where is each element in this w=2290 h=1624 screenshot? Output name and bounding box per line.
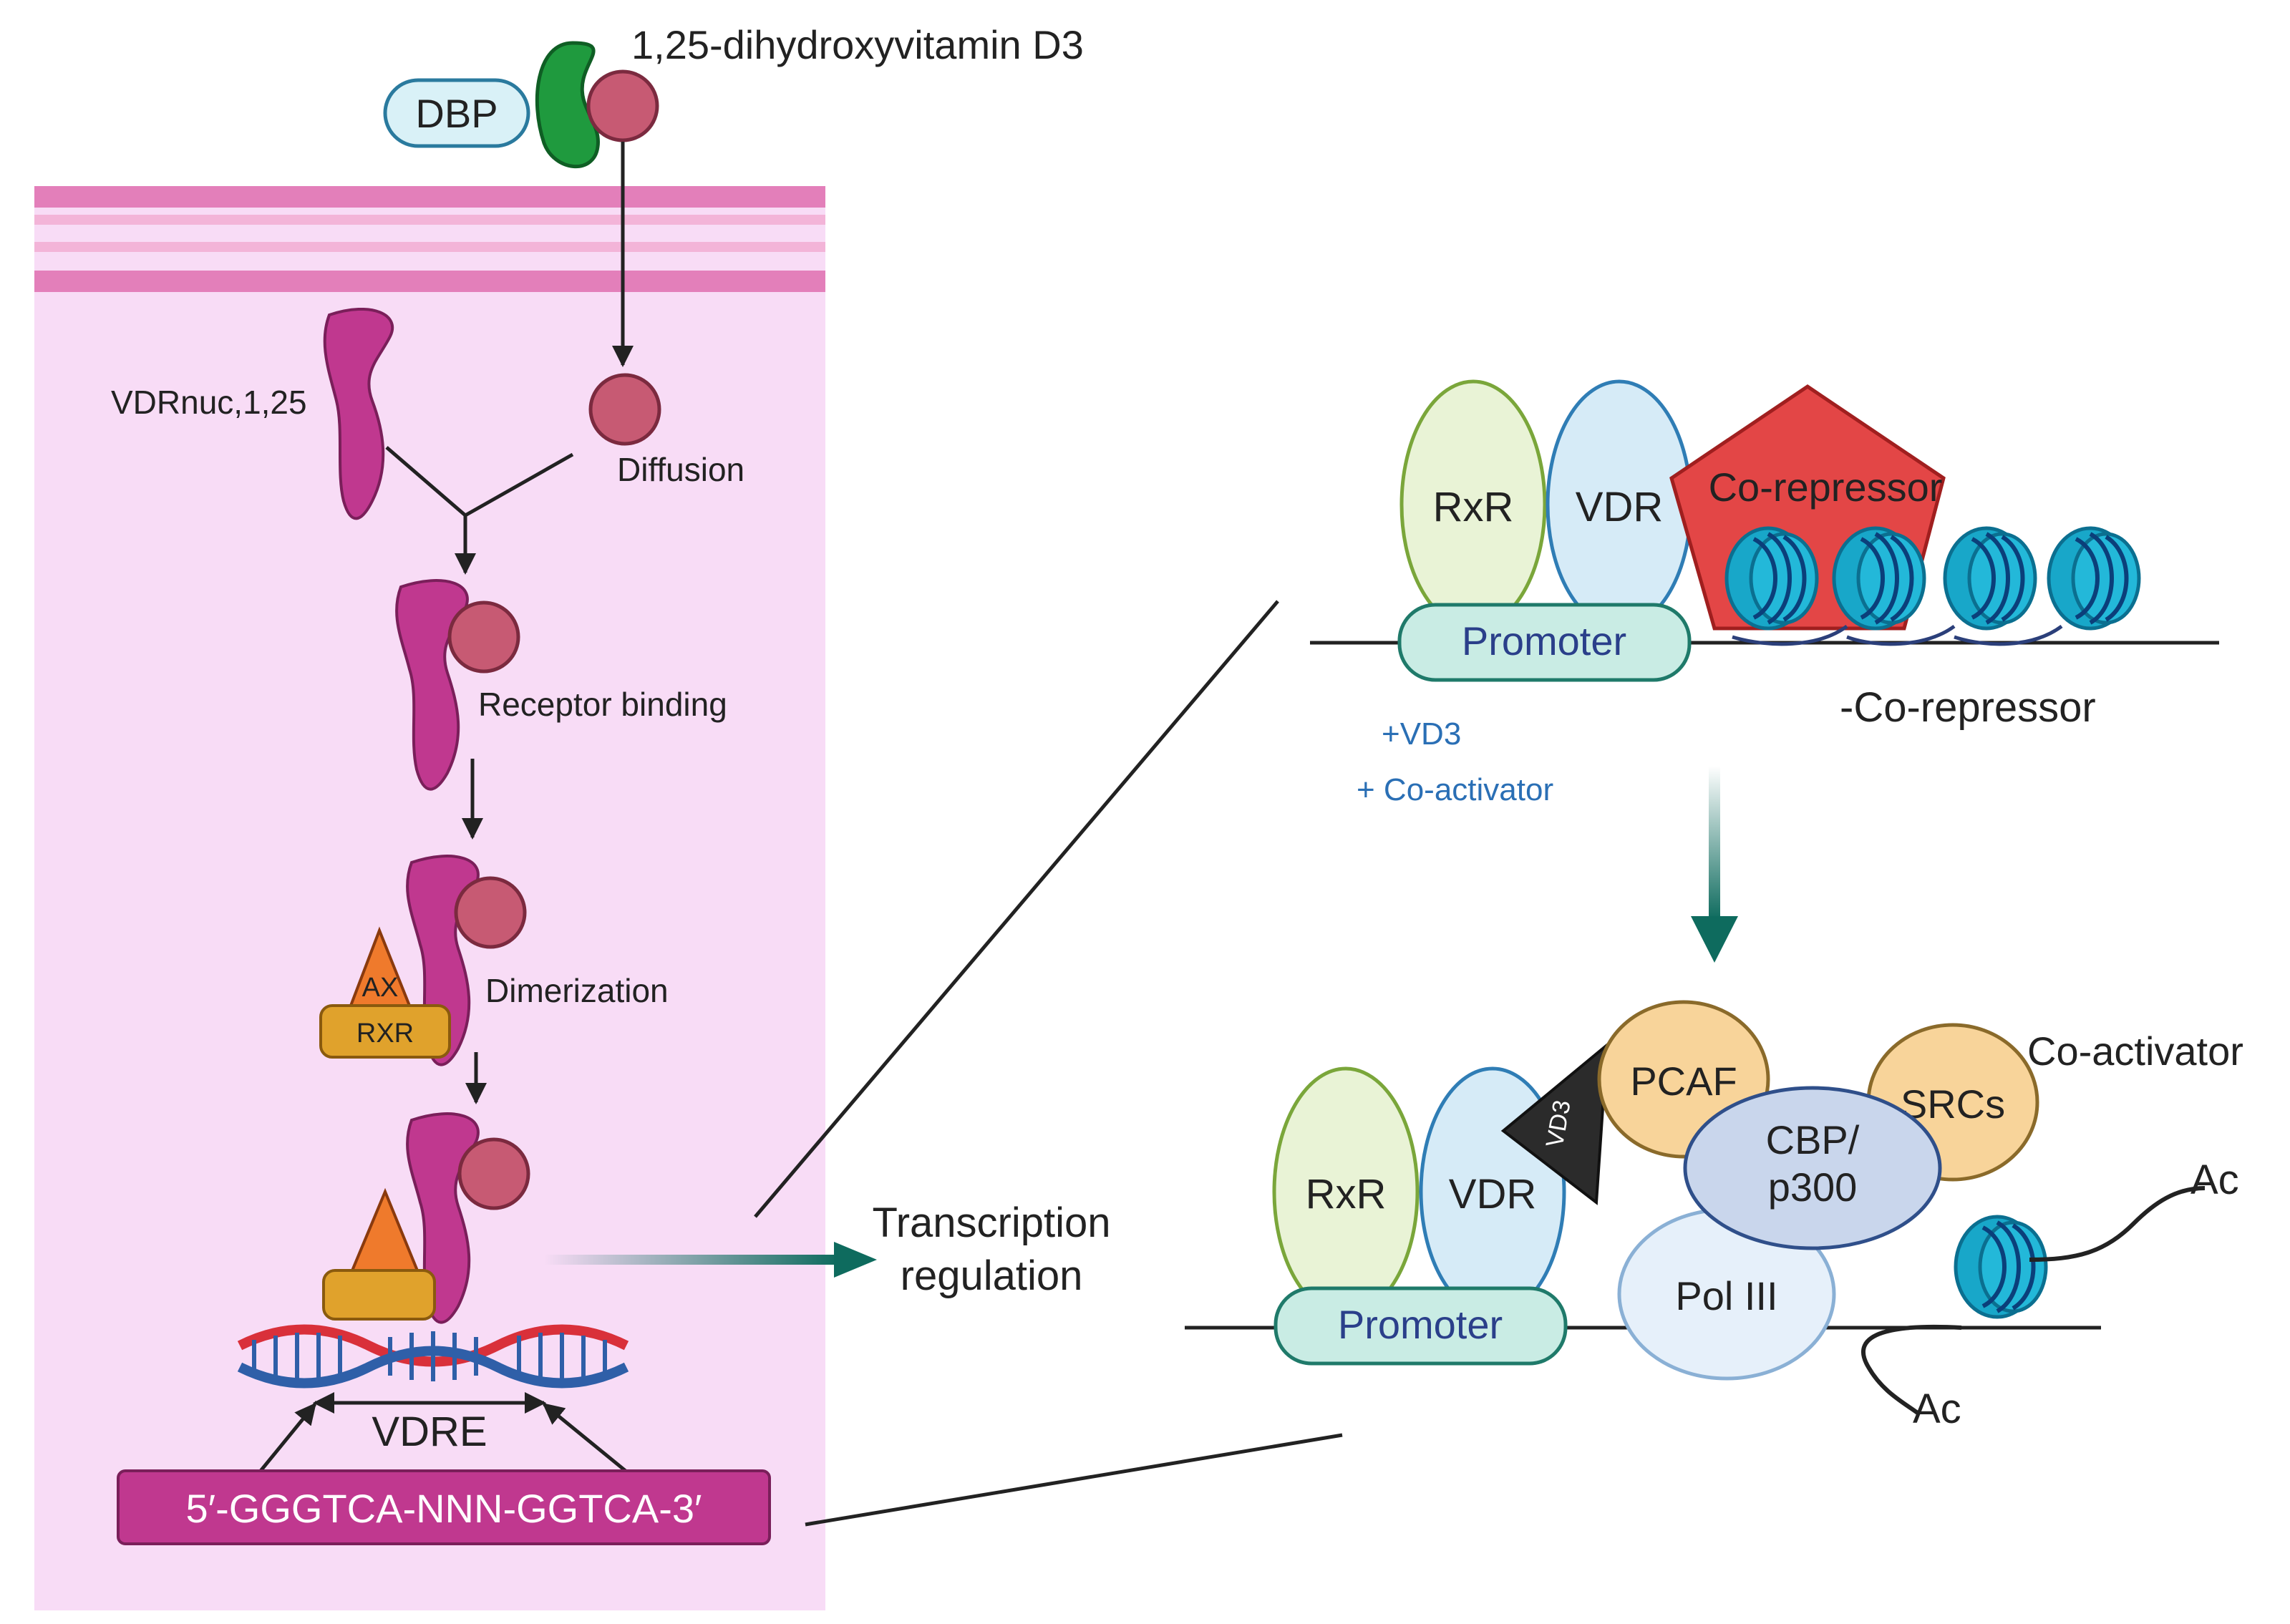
rxr-small-label: RXR <box>356 1018 414 1049</box>
dbp-protein <box>535 41 600 168</box>
dna-helix <box>237 1324 629 1389</box>
promoter-top <box>1397 603 1692 682</box>
plus-coactivator-label: + Co-activator <box>1357 772 1553 807</box>
pcaf-label: PCAF <box>1630 1059 1737 1104</box>
rxr-label-bottom: RxR <box>1306 1171 1387 1217</box>
srcs-label: SRCs <box>1901 1081 2005 1127</box>
acetyl-tail-left <box>1861 1324 1962 1416</box>
zoom-line-lower <box>805 1433 1343 1527</box>
diffused-ligand <box>588 373 661 446</box>
cell-membrane <box>34 186 825 292</box>
coactivator-label: Co-activator <box>2027 1029 2243 1074</box>
vdr-label-top: VDR <box>1576 484 1663 530</box>
vdre-left-arrow <box>256 1402 316 1476</box>
vdrnuc-label: VDRnuc,1,25 <box>111 384 307 421</box>
activation-arrow-head <box>1691 916 1738 963</box>
pol-label: Pol III <box>1675 1273 1777 1318</box>
rxr-label-top: RxR <box>1433 484 1514 530</box>
vdre-label: VDRE <box>372 1409 487 1455</box>
vdre-right-arrow <box>542 1403 631 1476</box>
transcription-arrow-shaft <box>544 1255 838 1265</box>
vitamin-d3-ligand <box>586 69 659 142</box>
activation-arrow-shaft <box>1709 766 1720 920</box>
vitamin-label: 1,25-dihydroxyvitamin D3 <box>631 22 1084 67</box>
cbp-label-2: p300 <box>1768 1164 1858 1210</box>
dimer-ligand <box>454 876 527 949</box>
ac-label-right: Ac <box>2190 1157 2239 1203</box>
dbp-capsule <box>383 78 530 148</box>
transcription-arrow-head <box>834 1242 877 1278</box>
vdr-label-bottom: VDR <box>1449 1171 1536 1217</box>
sequence-label: 5′-GGGTCA-NNN-GGTCA-3′ <box>186 1486 702 1531</box>
dna-ligand <box>457 1137 530 1210</box>
promoter-bottom <box>1273 1286 1568 1366</box>
nucleosome-row-top <box>1727 528 2139 646</box>
rxr-dna-box <box>322 1269 436 1321</box>
minus-corepressor-label: -Co-repressor <box>1840 684 2096 731</box>
acetyl-tail-right <box>2029 1186 2206 1262</box>
nucleosome-bottom <box>1956 1217 2046 1317</box>
dbp-label: DBP <box>415 91 498 136</box>
cbp-ellipse <box>1683 1086 1942 1250</box>
dimerization-label: Dimerization <box>485 972 669 1009</box>
ac-label-left: Ac <box>1913 1386 1961 1432</box>
plus-vd3-label: +VD3 <box>1382 716 1461 752</box>
transcription-label-2: regulation <box>901 1253 1083 1299</box>
vdr-receptor-free <box>323 308 394 520</box>
promoter-label-bottom: Promoter <box>1338 1302 1503 1347</box>
receptor-binding-label: Receptor binding <box>478 686 727 723</box>
cbp-label-1: CBP/ <box>1766 1117 1860 1162</box>
promoter-label-top: Promoter <box>1462 618 1626 663</box>
sequence-box <box>117 1469 771 1545</box>
ax-label: AX <box>362 973 399 1003</box>
vd3-triangle <box>1500 1041 1609 1205</box>
corepressor-label: Co-repressor <box>1709 465 1943 510</box>
zoom-line-upper <box>754 600 1279 1218</box>
rxr-small-box <box>319 1004 451 1059</box>
bound-ligand <box>447 601 520 674</box>
diffusion-label: Diffusion <box>617 451 744 488</box>
transcription-label-1: Transcription <box>872 1200 1110 1246</box>
